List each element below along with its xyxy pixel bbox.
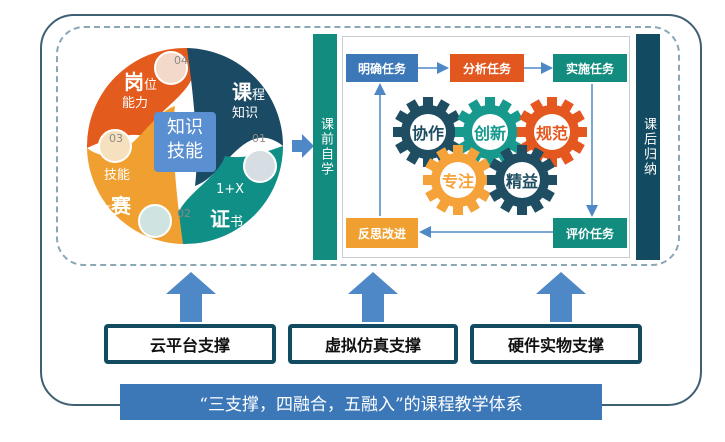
gear-label-standard: 规范 xyxy=(535,124,568,143)
up-arrow-icon xyxy=(536,272,586,322)
contest-main: 赛 xyxy=(111,194,132,218)
pre-study-label: 课前自学 xyxy=(318,117,333,177)
pre-study-bar: 课前自学 xyxy=(313,34,337,260)
task-panel xyxy=(342,36,630,258)
task-clarify: 明确任务 xyxy=(346,54,418,82)
support-hardware-label: 硬件实物支撑 xyxy=(474,328,638,360)
support-cloud-label: 云平台支撑 xyxy=(108,328,272,360)
segment-number-03: 03 xyxy=(109,132,123,145)
certificate-suffix: 书 xyxy=(230,215,244,230)
task-evaluate: 评价任务 xyxy=(553,218,627,248)
support-hardware: 硬件实物支撑 xyxy=(470,324,642,364)
up-arrow-icon xyxy=(348,272,398,322)
task-analyze: 分析任务 xyxy=(450,54,524,82)
gear-label-innovation: 创新 xyxy=(473,124,506,143)
job-sub: 能力 xyxy=(122,96,149,111)
course-suffix: 程 xyxy=(252,88,266,103)
job-label: 岗位 xyxy=(124,66,157,95)
task-reflect: 反思改进 xyxy=(346,218,418,248)
support-virtual-simulation: 虚拟仿真支撑 xyxy=(288,324,458,364)
certificate-label: 证书 xyxy=(210,203,243,232)
post-study-bar: 课后归纳 xyxy=(636,34,660,260)
contest-sub: 技能 xyxy=(104,168,131,183)
four-integration-cycle xyxy=(86,47,283,245)
post-study-label: 课后归纳 xyxy=(641,117,656,177)
job-suffix: 位 xyxy=(144,78,158,93)
contest-label: 大赛 xyxy=(98,190,131,219)
contest-prefix: 大 xyxy=(98,202,112,217)
course-sub: 知识 xyxy=(232,106,259,121)
center-line-1: 知识 xyxy=(167,117,203,138)
certificate-sub: 1+X xyxy=(216,182,245,197)
up-arrow-icon xyxy=(166,272,216,322)
task-flow-arrows xyxy=(374,62,598,238)
job-main: 岗 xyxy=(124,70,144,94)
inner-dashed-frame xyxy=(56,26,680,266)
course-label: 课程 xyxy=(232,76,265,105)
segment-number-01: 01 xyxy=(252,132,266,145)
support-cloud-platform: 云平台支撑 xyxy=(104,324,276,364)
center-knowledge-skill: 知识 技能 xyxy=(154,112,216,172)
task-implement: 实施任务 xyxy=(553,54,627,82)
gear-label-lean: 精益 xyxy=(505,172,538,191)
course-main: 课 xyxy=(232,80,252,104)
segment-number-04: 04 xyxy=(174,54,188,67)
support-virtual-label: 虚拟仿真支撑 xyxy=(292,328,454,360)
certificate-main: 证 xyxy=(210,207,230,231)
right-arrow-icon xyxy=(292,134,314,158)
diagram-caption: “三支撑，四融合，五融入”的课程教学体系 xyxy=(120,384,602,420)
segment-number-02: 02 xyxy=(177,207,191,220)
gears-cluster xyxy=(393,97,587,215)
center-line-2: 技能 xyxy=(167,141,203,162)
gear-label-collab: 协作 xyxy=(411,124,444,143)
gear-label-focus: 专注 xyxy=(441,172,474,191)
